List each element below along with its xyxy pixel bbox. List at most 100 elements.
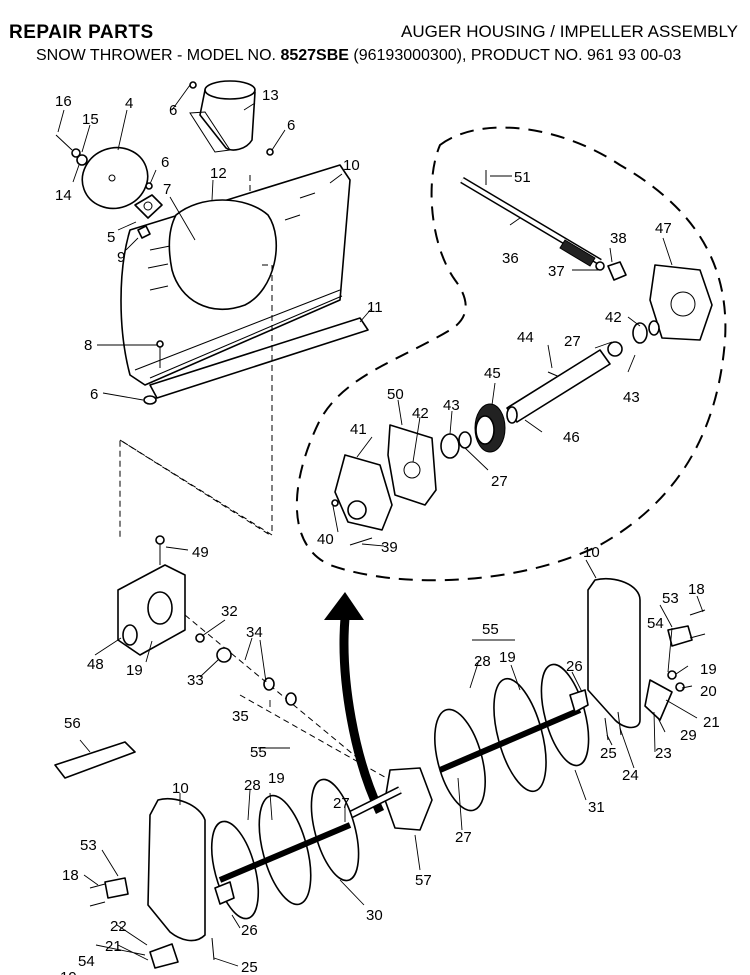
- gearbox-assembled: [384, 767, 433, 831]
- callout-9: 9: [117, 249, 125, 266]
- callout-14: 14: [55, 187, 72, 204]
- callout-10: 10: [583, 544, 600, 561]
- callout-39: 39: [381, 539, 398, 556]
- callout-49: 49: [192, 544, 209, 561]
- callout-7: 7: [163, 181, 171, 198]
- gearbox-half-left: [334, 454, 393, 531]
- callout-57: 57: [415, 872, 432, 889]
- worm-gear: [474, 403, 506, 453]
- callout-56: 56: [64, 715, 81, 732]
- callout-27: 27: [333, 795, 350, 812]
- callout-6: 6: [161, 154, 169, 171]
- callout-26: 26: [241, 922, 258, 939]
- auger-axle: [506, 349, 611, 424]
- callout-29: 29: [680, 727, 697, 744]
- callout-19: 19: [268, 770, 285, 787]
- page-title: REPAIR PARTS: [9, 22, 154, 43]
- model-suffix: (96193000300), PRODUCT NO. 961 93 00-03: [348, 47, 682, 64]
- callout-10: 10: [172, 780, 189, 797]
- side-plate-left: [147, 798, 206, 942]
- plate: [54, 741, 136, 779]
- bearing-housing: [117, 564, 186, 656]
- callout-27: 27: [564, 333, 581, 350]
- callout-19: 19: [499, 649, 516, 666]
- callout-38: 38: [610, 230, 627, 247]
- auger-housing: [120, 164, 351, 386]
- callout-16: 16: [55, 93, 72, 110]
- model-prefix: SNOW THROWER - MODEL NO.: [36, 47, 281, 64]
- worm-shaft: [460, 176, 602, 267]
- bearing-flange: [134, 194, 163, 239]
- callout-53: 53: [80, 837, 97, 854]
- callout-32: 32: [221, 603, 238, 620]
- callout-34: 34: [246, 624, 263, 641]
- callout-40: 40: [317, 531, 334, 548]
- callout-25: 25: [600, 745, 617, 762]
- callout-42: 42: [412, 405, 429, 422]
- callout-28: 28: [474, 653, 491, 670]
- callout-21: 21: [703, 714, 720, 731]
- callout-55: 55: [482, 621, 499, 638]
- model-info: SNOW THROWER - MODEL NO. 8527SBE (961930…: [36, 47, 681, 65]
- callout-19: 19: [126, 662, 143, 679]
- gearbox-half-right: [649, 264, 713, 341]
- callout-46: 46: [563, 429, 580, 446]
- gearbox-enclosure: [295, 126, 727, 582]
- assembly-title: AUGER HOUSING / IMPELLER ASSEMBLY: [401, 22, 738, 41]
- callout-6: 6: [169, 102, 177, 119]
- callout-33: 33: [187, 672, 204, 689]
- callout-44: 44: [517, 329, 534, 346]
- cover-plate: [81, 146, 149, 210]
- callout-26: 26: [566, 658, 583, 675]
- callout-47: 47: [655, 220, 672, 237]
- discharge-chute: [189, 80, 256, 153]
- callout-30: 30: [366, 907, 383, 924]
- scraper-bar: [149, 317, 369, 399]
- callout-21: 21: [105, 938, 122, 955]
- callout-41: 41: [350, 421, 367, 438]
- side-plate-right: [587, 578, 641, 729]
- callout-23: 23: [655, 745, 672, 762]
- callout-18: 18: [62, 867, 79, 884]
- callout-31: 31: [588, 799, 605, 816]
- callout-12: 12: [210, 165, 227, 182]
- callout-13: 13: [262, 87, 279, 104]
- callout-8: 8: [84, 337, 92, 354]
- callout-18: 18: [688, 581, 705, 598]
- callout-55: 55: [250, 744, 267, 761]
- gasket: [387, 424, 437, 506]
- callout-5: 5: [107, 229, 115, 246]
- callout-4: 4: [125, 95, 133, 112]
- callout-45: 45: [484, 365, 501, 382]
- callout-43: 43: [623, 389, 640, 406]
- callout-42: 42: [605, 309, 622, 326]
- callout-50: 50: [387, 386, 404, 403]
- callout-22: 22: [110, 918, 127, 935]
- callout-54: 54: [647, 615, 664, 632]
- callout-54: 54: [78, 953, 95, 970]
- callout-19: 19: [60, 969, 77, 975]
- callout-6: 6: [90, 386, 98, 403]
- callout-20: 20: [700, 683, 717, 700]
- callout-labels: 16 4 15 6 13 6 6 14 7 12 10 5 9 11 8 6 5…: [55, 87, 720, 975]
- callout-28: 28: [244, 777, 261, 794]
- callout-35: 35: [232, 708, 249, 725]
- model-number: 8527SBE: [280, 47, 349, 64]
- callout-51: 51: [514, 169, 531, 186]
- callout-27: 27: [455, 829, 472, 846]
- callout-25: 25: [241, 959, 258, 975]
- callout-19: 19: [700, 661, 717, 678]
- callout-10: 10: [343, 157, 360, 174]
- leader-lines: [57, 84, 704, 967]
- callout-53: 53: [662, 590, 679, 607]
- callout-11: 11: [367, 299, 383, 316]
- callout-24: 24: [622, 767, 639, 784]
- callout-48: 48: [87, 656, 104, 673]
- callout-15: 15: [82, 111, 99, 128]
- auger-right: [434, 663, 590, 812]
- callout-6: 6: [287, 117, 295, 134]
- callout-43: 43: [443, 397, 460, 414]
- callout-37: 37: [548, 263, 565, 280]
- callout-27: 27: [491, 473, 508, 490]
